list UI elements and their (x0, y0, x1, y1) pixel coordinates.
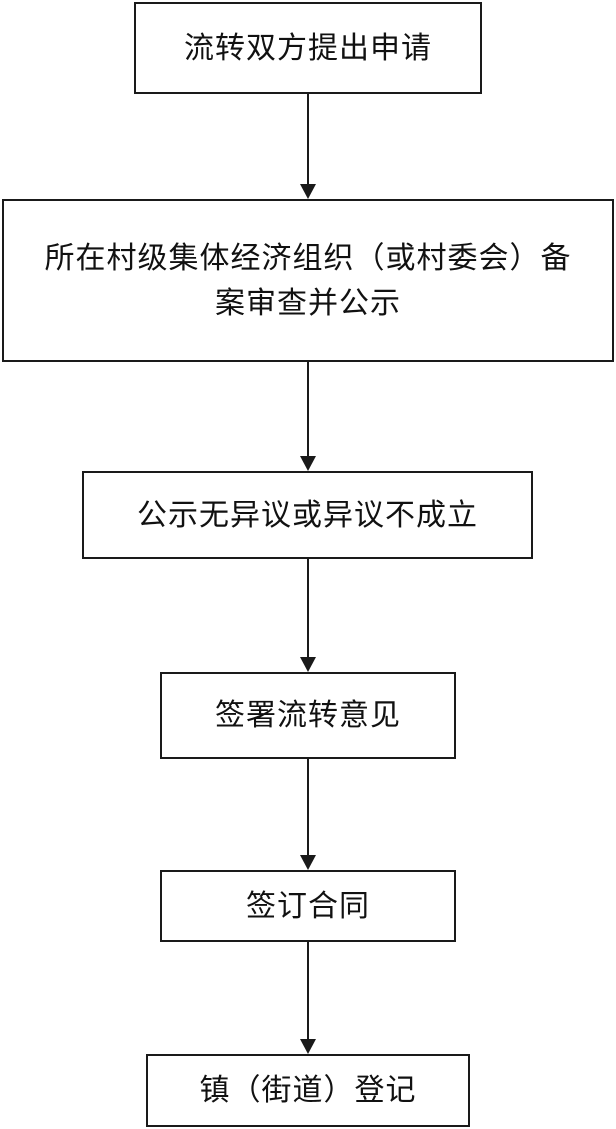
step-label: 流转双方提出申请 (184, 30, 432, 66)
arrow-2-to-3 (300, 362, 316, 471)
arrow-1-to-2 (300, 94, 316, 199)
step-town-registration: 镇（街道）登记 (146, 1054, 470, 1127)
step-label: 签订合同 (246, 888, 370, 924)
step-filing-review-publicity: 所在村级集体经济组织（或村委会）备案审查并公示 (2, 199, 614, 362)
step-sign-contract: 签订合同 (160, 870, 456, 942)
step-label: 镇（街道）登记 (199, 1073, 417, 1108)
arrow-5-to-6 (300, 942, 316, 1054)
step-sign-transfer-opinion: 签署流转意见 (160, 672, 456, 759)
step-submit-application: 流转双方提出申请 (134, 2, 482, 94)
step-label: 公示无异议或异议不成立 (137, 497, 478, 533)
step-label: 签署流转意见 (215, 698, 401, 733)
arrow-3-to-4 (300, 559, 316, 672)
step-label: 所在村级集体经济组织（或村委会）备案审查并公示 (44, 240, 572, 321)
step-no-objection: 公示无异议或异议不成立 (82, 471, 533, 559)
arrow-4-to-5 (300, 759, 316, 870)
